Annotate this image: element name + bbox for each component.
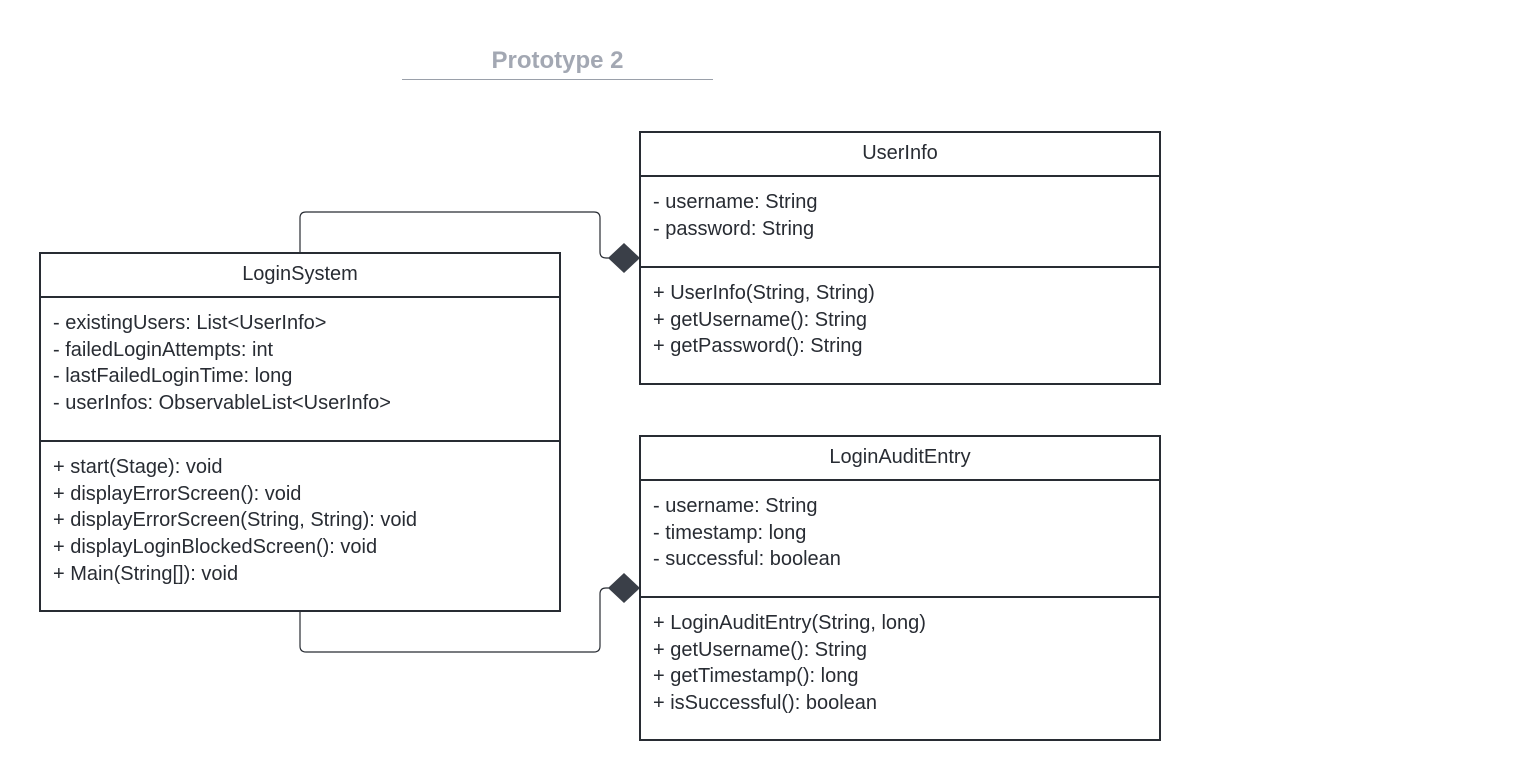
attribute: - successful: boolean	[653, 548, 841, 571]
method: + displayLoginBlockedScreen(): void	[53, 536, 378, 559]
attributes-section-loginsystem: - existingUsers: List<UserInfo> - failed…	[41, 298, 559, 442]
attribute: - password: String	[653, 217, 815, 240]
method: + getPassword(): String	[653, 335, 863, 358]
method: + getTimestamp(): long	[653, 665, 859, 688]
method: + getUsername(): String	[653, 638, 867, 661]
method: + UserInfo(String, String)	[653, 282, 875, 304]
method: + Main(String[]): void	[53, 562, 239, 585]
class-name-loginauditentry: LoginAuditEntry	[641, 437, 1159, 481]
diagram-title: Prototype 2	[491, 47, 624, 74]
methods-section-userinfo: + UserInfo(String, String) + getUsername…	[641, 268, 1159, 360]
method: + start(Stage): void	[53, 456, 223, 478]
class-name-userinfo: UserInfo	[641, 133, 1159, 177]
attribute: - timestamp: long	[653, 521, 807, 544]
attribute: - lastFailedLoginTime: long	[53, 365, 293, 388]
attribute: - username: String	[653, 495, 818, 517]
attribute: - userInfos: ObservableList<UserInfo>	[53, 392, 391, 415]
composition-line-loginsystem-loginauditentry[interactable]	[299, 587, 609, 653]
methods-section-loginsystem: + start(Stage): void + displayErrorScree…	[41, 442, 559, 588]
attributes-section-userinfo: - username: String - password: String	[641, 177, 1159, 268]
attribute: - username: String	[653, 191, 818, 213]
method: + getUsername(): String	[653, 308, 867, 331]
attributes-section-loginauditentry: - username: String - timestamp: long - s…	[641, 481, 1159, 598]
method: + isSuccessful(): boolean	[653, 692, 878, 715]
diagram-title-block: Prototype 2	[402, 44, 713, 80]
class-loginsystem[interactable]: LoginSystem - existingUsers: List<UserIn…	[39, 252, 561, 612]
composition-line-loginsystem-userinfo[interactable]	[299, 211, 609, 259]
composition-diamond-loginauditentry	[608, 573, 640, 603]
method: + displayErrorScreen(String, String): vo…	[53, 509, 418, 532]
method: + LoginAuditEntry(String, long)	[653, 612, 926, 634]
composition-diamond-userinfo	[608, 243, 640, 273]
class-userinfo[interactable]: UserInfo - username: String - password: …	[639, 131, 1161, 385]
method: + displayErrorScreen(): void	[53, 482, 302, 505]
title-underline	[402, 79, 713, 80]
class-name-loginsystem: LoginSystem	[41, 254, 559, 298]
methods-section-loginauditentry: + LoginAuditEntry(String, long) + getUse…	[641, 598, 1159, 717]
class-loginauditentry[interactable]: LoginAuditEntry - username: String - tim…	[639, 435, 1161, 741]
attribute: - existingUsers: List<UserInfo>	[53, 312, 327, 334]
attribute: - failedLoginAttempts: int	[53, 338, 274, 361]
